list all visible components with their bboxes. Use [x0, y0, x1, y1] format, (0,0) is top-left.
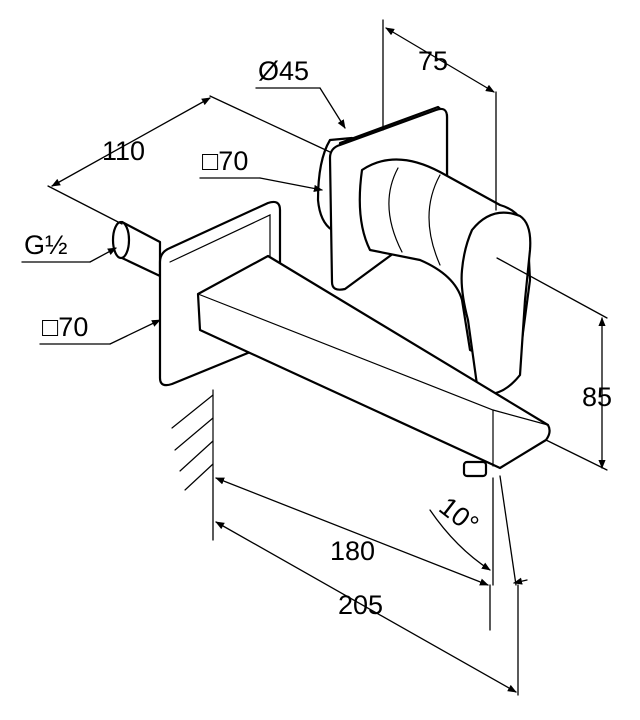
handle-ring-2: [428, 174, 441, 266]
dim-depth-label: 110: [102, 136, 145, 166]
dim-handle-diameter-label: Ø45: [258, 56, 309, 86]
dimension-labels: 75 Ø45 110 □70 G½ □70 85 10° 180 205: [24, 46, 612, 620]
dimension-lines: [21, 19, 608, 696]
handle-lever: [460, 211, 532, 396]
dim-plate-lower-label: □70: [42, 312, 88, 342]
dim-angle-label: 10°: [434, 491, 485, 540]
spout-aerator: [462, 460, 488, 478]
wall-hatching: [171, 389, 214, 491]
dim-thread-label: G½: [24, 230, 68, 260]
thread-end: [111, 220, 131, 260]
dim-top-width-label: 75: [418, 46, 448, 76]
upper-handle-assembly: [316, 105, 532, 396]
dim-overall-projection-label: 205: [338, 590, 383, 620]
handle-ring-1: [388, 167, 403, 253]
dim-spout-projection-label: 180: [330, 536, 375, 566]
dim-plate-upper-label: □70: [202, 146, 248, 176]
spout: [196, 254, 551, 478]
dim-height-label: 85: [582, 382, 612, 412]
